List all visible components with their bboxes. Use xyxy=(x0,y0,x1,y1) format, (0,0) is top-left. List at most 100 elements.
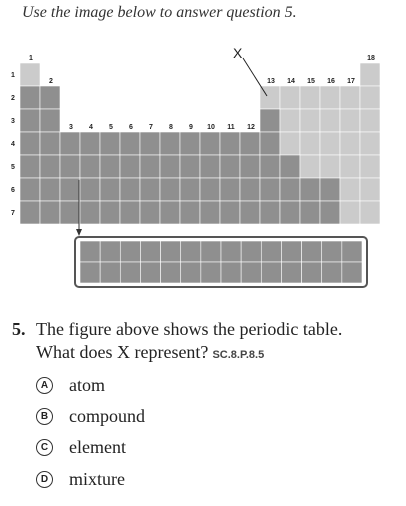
choice-a-letter: A xyxy=(36,376,53,394)
element-cell-p4-g16 xyxy=(319,131,341,156)
element-cell-p5-g7 xyxy=(139,154,161,179)
group-label-17: 17 xyxy=(347,78,355,85)
series-cell-r1-4 xyxy=(140,240,161,263)
element-cell-p7-g10 xyxy=(199,200,221,225)
element-cell-p4-g8 xyxy=(159,131,181,156)
element-cell-p7-g1 xyxy=(19,200,41,225)
element-cell-p5-g8 xyxy=(159,154,181,179)
element-cell-p6-g11 xyxy=(219,177,241,202)
group-label-16: 16 xyxy=(327,78,335,85)
series-cell-r2-2 xyxy=(99,261,121,284)
element-cell-p4-g10 xyxy=(199,131,221,156)
element-cell-p2-g2 xyxy=(39,85,61,110)
period-label-2: 2 xyxy=(11,95,15,102)
series-cell-r2-12 xyxy=(301,261,323,284)
series-cell-r2-11 xyxy=(281,261,302,284)
element-cell-p4-g7 xyxy=(139,131,161,156)
element-cell-p5-g6 xyxy=(119,154,141,179)
element-cell-p4-g15 xyxy=(299,131,321,156)
element-cell-p4-g1 xyxy=(19,131,41,156)
question-text: What does X represent? xyxy=(36,342,209,362)
element-cell-p7-g13 xyxy=(259,200,281,225)
group-label-5: 5 xyxy=(109,124,113,131)
element-cell-p4-g2 xyxy=(39,131,61,156)
choice-c[interactable]: C element xyxy=(36,436,126,458)
group-label-6: 6 xyxy=(129,124,133,131)
series-cell-r1-9 xyxy=(240,240,262,263)
element-cell-p4-g14 xyxy=(279,131,301,156)
series-cell-r2-5 xyxy=(160,261,182,284)
element-cell-p7-g8 xyxy=(159,200,181,225)
element-cell-p7-g2 xyxy=(39,200,61,225)
element-cell-p3-g13 xyxy=(259,108,281,133)
series-arrowhead xyxy=(76,229,82,236)
choice-a[interactable]: A atom xyxy=(36,374,105,396)
standard-code: SC.8.P.8.5 xyxy=(212,349,265,361)
group-label-18: 18 xyxy=(367,55,375,62)
choice-d[interactable]: D mixture xyxy=(36,468,125,490)
element-cell-p7-g4 xyxy=(79,200,101,225)
element-cell-p3-g1 xyxy=(19,108,41,133)
element-cell-p4-g4 xyxy=(79,131,101,156)
period-label-3: 3 xyxy=(11,118,15,125)
element-cell-p5-g17 xyxy=(339,154,361,179)
element-cell-p6-g18 xyxy=(359,177,381,202)
instruction-text: Use the image below to answer question 5… xyxy=(22,4,297,21)
choice-d-text: mixture xyxy=(69,468,125,489)
element-cell-p5-g11 xyxy=(219,154,241,179)
series-cell-r2-4 xyxy=(140,261,161,284)
series-cell-r1-7 xyxy=(200,240,222,263)
element-cell-p1-g18 xyxy=(359,62,381,87)
element-cell-p2-g15 xyxy=(299,85,321,110)
series-cell-r2-10 xyxy=(260,261,282,284)
series-cell-r2-6 xyxy=(180,261,202,284)
group-label-1: 1 xyxy=(29,55,33,62)
element-cell-p6-g14 xyxy=(279,177,301,202)
element-cell-p5-g13 xyxy=(259,154,281,179)
element-cell-p3-g14 xyxy=(279,108,301,133)
choice-b-letter: B xyxy=(36,407,53,425)
series-cell-r2-3 xyxy=(119,261,141,284)
element-cell-p2-g14 xyxy=(279,85,301,110)
element-cell-p7-g6 xyxy=(119,200,141,225)
element-cell-p4-g17 xyxy=(339,131,361,156)
element-cell-p6-g8 xyxy=(159,177,181,202)
element-cell-p5-g14 xyxy=(279,154,301,179)
element-cell-p6-g13 xyxy=(259,177,281,202)
series-cell-r1-3 xyxy=(119,240,141,263)
element-cell-p6-g16 xyxy=(319,177,341,202)
series-cell-r2-9 xyxy=(240,261,262,284)
element-cell-p7-g15 xyxy=(299,200,321,225)
element-cell-p6-g5 xyxy=(99,177,121,202)
choice-d-letter: D xyxy=(36,470,53,488)
group-label-4: 4 xyxy=(89,124,93,131)
question-number: 5. xyxy=(12,319,26,339)
group-label-9: 9 xyxy=(189,124,193,131)
element-cell-p6-g12 xyxy=(239,177,261,202)
element-cell-p6-g7 xyxy=(139,177,161,202)
element-cell-p4-g11 xyxy=(219,131,241,156)
element-cell-p5-g5 xyxy=(99,154,121,179)
series-cell-r1-11 xyxy=(281,240,302,263)
element-cells xyxy=(19,62,381,225)
element-cell-p6-g3 xyxy=(59,177,81,202)
group-label-14: 14 xyxy=(287,78,295,85)
element-cell-p2-g17 xyxy=(339,85,361,110)
series-cell-r2-7 xyxy=(200,261,222,284)
choice-c-letter: C xyxy=(36,438,53,456)
choice-b[interactable]: B compound xyxy=(36,405,145,427)
group-label-13: 13 xyxy=(267,78,275,85)
choice-c-text: element xyxy=(69,436,126,457)
choice-a-text: atom xyxy=(69,374,105,395)
element-cell-p6-g1 xyxy=(19,177,41,202)
element-cell-p4-g18 xyxy=(359,131,381,156)
period-label-5: 5 xyxy=(11,164,15,171)
element-cell-p6-g2 xyxy=(39,177,61,202)
element-cell-p2-g18 xyxy=(359,85,381,110)
element-cell-p4-g9 xyxy=(179,131,201,156)
element-cell-p3-g17 xyxy=(339,108,361,133)
period-label-1: 1 xyxy=(11,72,15,79)
element-cell-p7-g3 xyxy=(59,200,81,225)
